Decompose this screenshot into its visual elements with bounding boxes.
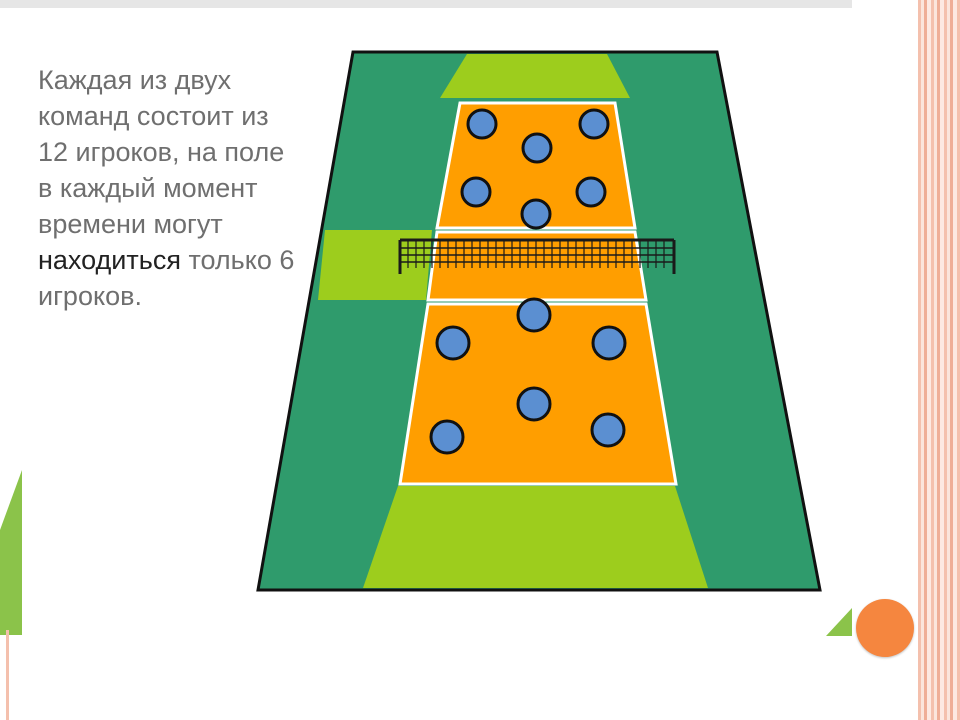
caption-emphasis: находиться (38, 245, 181, 275)
net-mesh (407, 240, 665, 268)
green-wedge-decoration (0, 470, 22, 635)
free-zone-top (440, 54, 630, 98)
top-band (0, 0, 852, 8)
caption-text: Каждая из двух команд состоит из 12 игро… (38, 62, 298, 314)
right-frame-border (918, 0, 960, 720)
player-marker (466, 108, 498, 140)
caption-part-1: Каждая из двух команд состоит из 12 игро… (38, 65, 285, 239)
orange-circle-decoration (856, 599, 914, 657)
court-middle-band (426, 230, 648, 302)
player-marker (516, 386, 552, 422)
player-marker (575, 176, 607, 208)
player-marker (460, 176, 492, 208)
player-marker (578, 108, 610, 140)
corner-accent-decoration (826, 608, 852, 636)
volleyball-net (398, 238, 676, 274)
volleyball-court-diagram (250, 48, 830, 598)
team-bottom-players (429, 297, 627, 455)
player-marker (521, 132, 553, 164)
caption-part-3: только 6 игроков. (38, 245, 295, 311)
player-marker (591, 325, 627, 361)
team-top-players (460, 108, 610, 230)
left-frame-line (6, 630, 9, 720)
player-marker (429, 419, 465, 455)
player-marker (520, 198, 552, 230)
free-zone-bottom (363, 486, 708, 588)
player-marker (435, 325, 471, 361)
player-marker (590, 412, 626, 448)
player-marker (516, 297, 552, 333)
